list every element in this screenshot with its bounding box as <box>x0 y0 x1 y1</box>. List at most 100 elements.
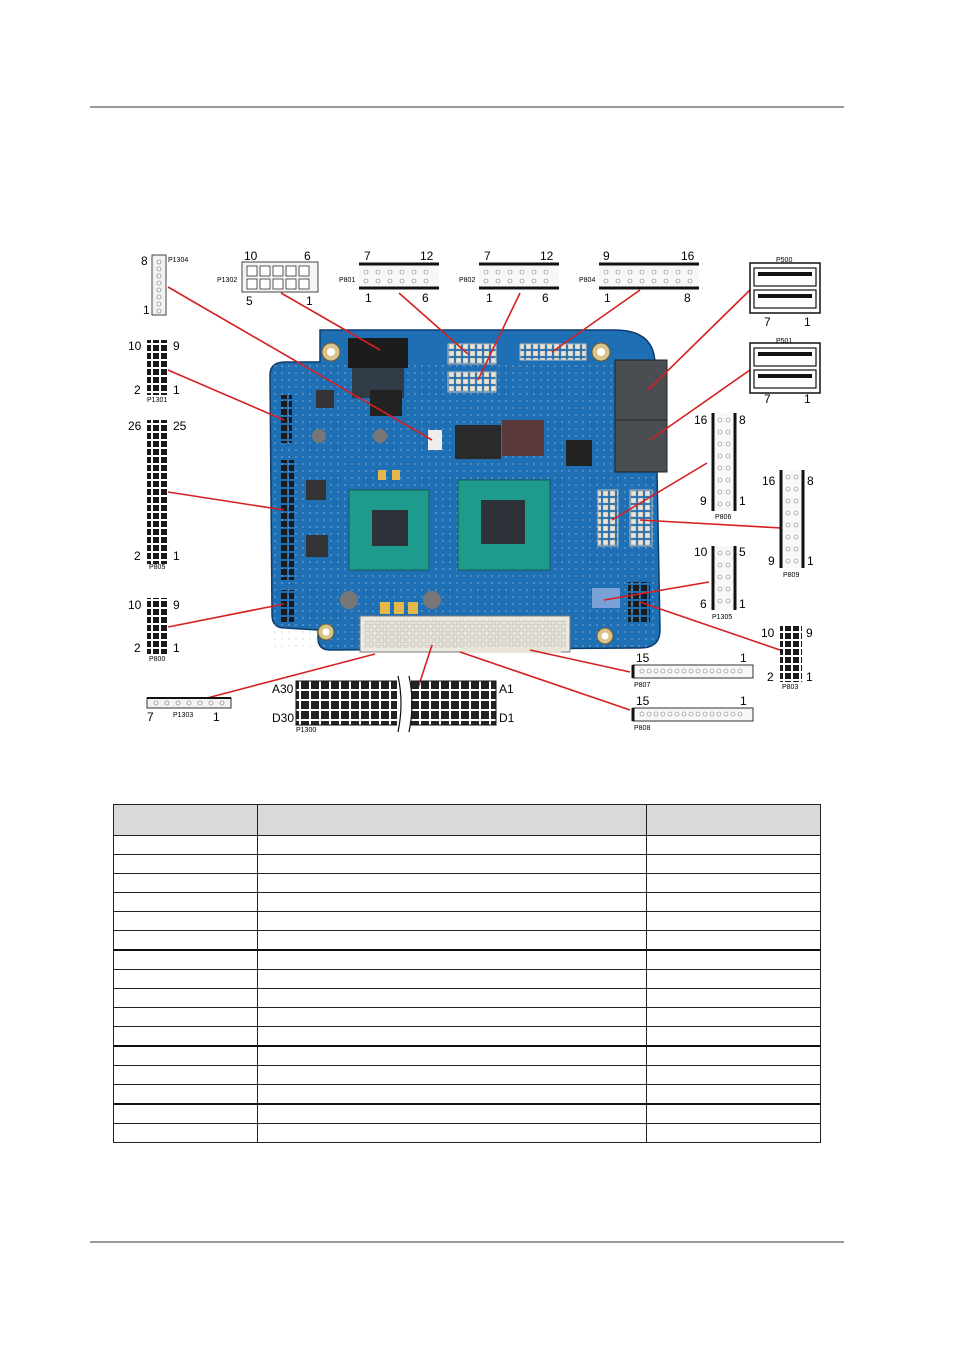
connector-P805: 26 25 2 1 P805 <box>128 419 187 571</box>
board-connector-diagram: 8 1 P1304 10 6 5 1 P1302 7 12 1 6 P801 <box>128 249 821 734</box>
pin-label: 7 <box>764 392 771 406</box>
pin-label: 6 <box>542 291 549 305</box>
pin-label: 7 <box>484 249 491 263</box>
pin-label: 16 <box>762 474 776 488</box>
pin-label: 1 <box>740 694 747 708</box>
pin-label: 10 <box>128 598 142 612</box>
pin-label: 9 <box>173 598 180 612</box>
pin-label: 2 <box>767 670 774 684</box>
pin-label: 1 <box>804 315 811 329</box>
pin-label: 1 <box>740 651 747 665</box>
pin-label: 1 <box>306 294 313 308</box>
connector-name: P1300 <box>296 727 316 734</box>
connector-name: P801 <box>339 277 355 284</box>
pin-label: 10 <box>761 626 775 640</box>
table-cell <box>646 988 821 1008</box>
pin-label: 2 <box>134 383 141 397</box>
pin-label: 1 <box>486 291 493 305</box>
pin-label: 1 <box>143 303 150 317</box>
pin-label: 8 <box>141 254 148 268</box>
connector-P800: 10 9 2 1 P800 <box>128 598 180 663</box>
table-cell <box>113 1065 258 1085</box>
pin-label: 9 <box>806 626 813 640</box>
column-header <box>113 804 258 836</box>
connector-name: P808 <box>634 725 650 732</box>
table-cell <box>113 1007 258 1027</box>
table-cell <box>113 949 258 970</box>
table-row <box>113 911 821 931</box>
connector-P1302: 10 6 5 1 P1302 <box>217 249 319 308</box>
table-header-row <box>113 804 821 836</box>
table-cell <box>646 1065 821 1085</box>
connector-name: P807 <box>634 682 650 689</box>
connector-P1300: A30 A1 D30 D1 P1300 <box>272 675 515 734</box>
pin-label: 6 <box>422 291 429 305</box>
table-row <box>113 969 821 989</box>
connector-P801: 7 12 1 6 P801 <box>339 249 439 305</box>
connector-name: P1302 <box>217 277 237 284</box>
pin-label: 12 <box>420 249 434 263</box>
pin-label: 15 <box>636 694 650 708</box>
pin-label: 6 <box>304 249 311 263</box>
connector-P1304: 8 1 P1304 <box>141 254 188 317</box>
table-cell <box>257 1123 647 1143</box>
pin-label: 10 <box>244 249 258 263</box>
table-cell <box>113 1084 258 1105</box>
table-cell <box>113 969 258 989</box>
connector-name: P500 <box>776 257 792 264</box>
connector-name: P802 <box>459 277 475 284</box>
pin-label: 9 <box>603 249 610 263</box>
pin-label: 8 <box>684 291 691 305</box>
footer-rule <box>90 1241 844 1243</box>
table-cell <box>113 1123 258 1143</box>
table-cell <box>257 835 647 855</box>
table-cell <box>257 1065 647 1085</box>
connector-name: P501 <box>776 338 792 345</box>
connector-name: P1301 <box>147 397 167 404</box>
table-cell <box>257 911 647 931</box>
pin-label: 1 <box>365 291 372 305</box>
table-cell <box>113 911 258 931</box>
table-row <box>113 1103 821 1124</box>
pin-label: 1 <box>739 597 746 611</box>
pin-label: D30 <box>272 711 294 725</box>
table-cell <box>113 1103 258 1124</box>
table-cell <box>257 1007 647 1027</box>
table-cell <box>113 1045 258 1066</box>
pin-label: 9 <box>700 494 707 508</box>
pin-label: 16 <box>681 249 695 263</box>
pin-label: 7 <box>764 315 771 329</box>
connector-name: P800 <box>149 656 165 663</box>
table-cell <box>646 1026 821 1047</box>
connector-name: P806 <box>715 514 731 521</box>
table-cell <box>257 1103 647 1124</box>
table-cell <box>257 1045 647 1066</box>
pin-label: 12 <box>540 249 554 263</box>
table-cell <box>113 1026 258 1047</box>
table-cell <box>646 1084 821 1105</box>
connector-P1301: 10 9 2 1 P1301 <box>128 339 180 404</box>
table-row <box>113 1084 821 1105</box>
table-row <box>113 1045 821 1066</box>
table-row <box>113 835 821 855</box>
pin-label: 1 <box>173 549 180 563</box>
connector-P807: 15 1 P807 <box>631 651 754 689</box>
pin-label: 7 <box>364 249 371 263</box>
table-body <box>113 835 821 1143</box>
table-cell <box>113 854 258 874</box>
table-row <box>113 1007 821 1027</box>
table-cell <box>646 1123 821 1143</box>
table-row <box>113 892 821 912</box>
pin-label: 9 <box>173 339 180 353</box>
connector-name: P804 <box>579 277 595 284</box>
table-cell <box>113 892 258 912</box>
table-cell <box>257 1084 647 1105</box>
table-row <box>113 1123 821 1143</box>
table-cell <box>257 949 647 970</box>
pin-label: 9 <box>768 554 775 568</box>
table-cell <box>646 892 821 912</box>
table-cell <box>646 949 821 970</box>
pin-label: 5 <box>739 545 746 559</box>
table-cell <box>257 969 647 989</box>
pin-label: 15 <box>636 651 650 665</box>
